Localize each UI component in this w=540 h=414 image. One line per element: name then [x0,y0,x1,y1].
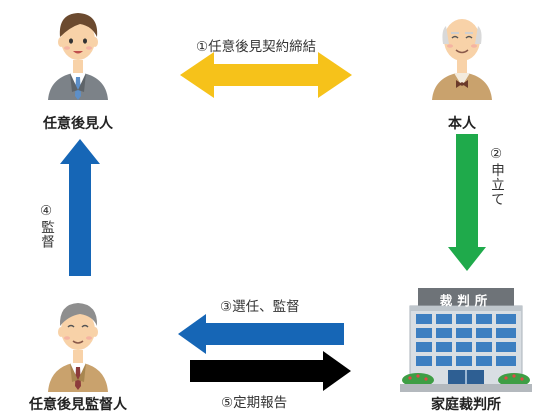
report-arrow [190,351,351,391]
contract-text: 任意後見契約締結 [208,39,317,55]
petition-number: ② [488,146,504,163]
court-sign: 裁判所 [439,293,493,308]
petition-text: 申立て [488,163,504,207]
supervise-arrow [60,139,100,276]
report-text: 定期報告 [233,395,288,411]
petition-label: ②申立て [486,146,506,207]
supervisor-label: 任意後見監督人 [29,397,127,413]
selection-number: ③ [220,299,233,315]
guardian-person-icon [48,13,108,100]
selection-arrow [178,314,344,354]
court-label: 家庭裁判所 [431,397,501,413]
principal-label: 本人 [448,116,476,132]
supervise-label: ④監督 [36,203,56,249]
contract-number: ① [196,39,209,55]
supervise-number: ④ [38,203,54,220]
contract-arrow [180,52,352,98]
supervisor-person-icon [48,303,108,392]
guardian-label: 任意後見人 [43,116,113,132]
principal-person-icon [432,19,492,100]
report-label: ⑤定期報告 [221,391,287,411]
court-building-icon [400,288,532,392]
selection-label: ③選任、監督 [220,295,300,315]
report-number: ⑤ [221,395,234,411]
supervise-text: 監督 [38,220,54,249]
selection-text: 選任、監督 [232,299,300,315]
petition-arrow [448,134,486,271]
contract-label: ①任意後見契約締結 [196,35,316,55]
